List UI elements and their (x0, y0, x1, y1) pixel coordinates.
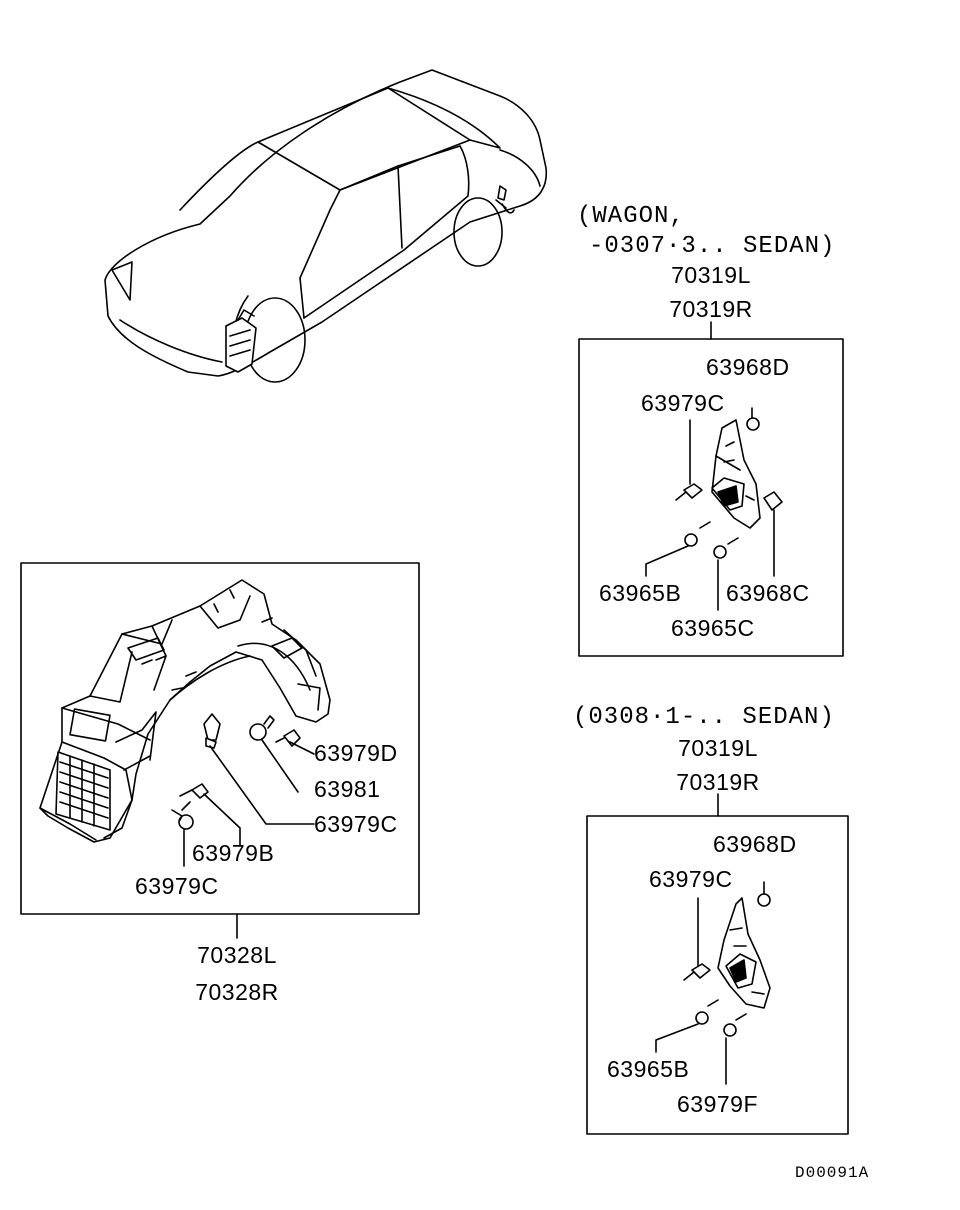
main-fasteners (171, 713, 301, 830)
upper-condition-line1: (WAGON, (577, 203, 685, 230)
upper-callout-63968c: 63968C (726, 580, 810, 606)
main-group-frame (20, 562, 420, 915)
lower-part-number-left: 70319L (678, 735, 758, 761)
upper-callout-63979c: 63979C (641, 390, 725, 416)
fender-liner-illustration (39, 579, 331, 843)
lower-splash-shield-illustration (683, 893, 771, 1037)
upper-callout-63965c: 63965C (671, 615, 755, 641)
lower-callout-63979c: 63979C (649, 866, 733, 892)
main-callout-63981: 63981 (314, 776, 381, 802)
main-callout-63979b: 63979B (192, 840, 275, 866)
upper-condition-line2: -0307·3.. SEDAN) (589, 233, 836, 260)
upper-callout-63968d: 63968D (706, 354, 790, 380)
upper-callout-63965b: 63965B (599, 580, 682, 606)
upper-group-frame (578, 338, 844, 657)
car-overview-illustration (104, 69, 548, 383)
lower-condition-line1: (0308·1-.. SEDAN) (573, 704, 835, 731)
upper-part-number-right: 70319R (669, 296, 753, 322)
upper-part-number-left: 70319L (671, 262, 751, 288)
main-callout-63979c: 63979C (314, 811, 398, 837)
main-part-number-left: 70328L (197, 942, 277, 968)
main-callout-63979c-2: 63979C (135, 873, 219, 899)
main-part-number-right: 70328R (195, 979, 279, 1005)
upper-splash-shield-illustration (675, 417, 783, 559)
drawing-code: D00091A (795, 1164, 870, 1182)
lower-callout-63965b: 63965B (607, 1056, 690, 1082)
lower-callout-63968d: 63968D (713, 831, 797, 857)
lower-part-number-right: 70319R (676, 769, 760, 795)
lower-callout-63979f: 63979F (677, 1091, 759, 1117)
main-callout-63979d: 63979D (314, 740, 398, 766)
lower-group-frame (586, 815, 849, 1135)
